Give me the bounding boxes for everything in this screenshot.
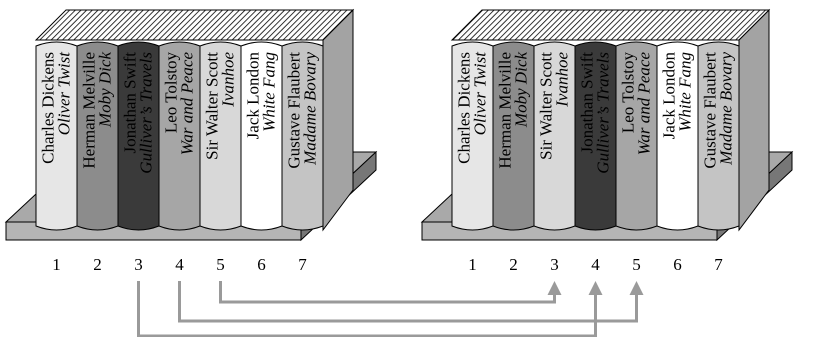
book-author: Jack London xyxy=(660,52,679,140)
move-arrow-4-to-5 xyxy=(178,281,644,323)
slot-label-2: 2 xyxy=(93,255,102,274)
move-arrow-3-to-4 xyxy=(137,281,603,338)
book-author: Leo Tolstoy xyxy=(619,52,638,134)
move-arrow-line xyxy=(219,281,556,304)
move-arrow-line xyxy=(178,281,638,323)
book-title: Gulliver’s Travels xyxy=(137,52,156,174)
book-title: Moby Dick xyxy=(512,52,531,129)
book-pages-top xyxy=(450,9,771,41)
slot-label-1: 1 xyxy=(52,255,61,274)
shelf-bookend-side xyxy=(322,8,354,232)
slot-label-2: 2 xyxy=(509,255,518,274)
book-author: Jonathan Swift xyxy=(578,52,597,154)
slot-label-3: 3 xyxy=(134,255,143,274)
book-title: Ivanhoe xyxy=(553,52,572,108)
book-title: Madame Bovary xyxy=(301,52,320,166)
book-author: Gustave Flaubert xyxy=(701,52,720,169)
book-author: Charles Dickens xyxy=(455,52,474,164)
slot-label-4: 4 xyxy=(175,255,184,274)
book-title: Ivanhoe xyxy=(219,52,238,108)
slot-label-5: 5 xyxy=(632,255,641,274)
slot-label-4: 4 xyxy=(591,255,600,274)
slot-label-1: 1 xyxy=(468,255,477,274)
move-arrow-5-to-3 xyxy=(219,281,562,304)
slot-label-7: 7 xyxy=(714,255,723,274)
book-title: War and Peace xyxy=(635,52,654,156)
move-arrow-line xyxy=(137,281,597,338)
book-title: Oliver Twist xyxy=(471,51,490,136)
book-spine xyxy=(281,41,324,231)
book-author: Sir Walter Scott xyxy=(203,52,222,160)
slot-label-7: 7 xyxy=(298,255,307,274)
move-arrow-head xyxy=(547,281,562,295)
book-author: Herman Melville xyxy=(80,52,99,169)
book-title: White Fang xyxy=(260,52,279,132)
move-arrow-head xyxy=(588,281,603,295)
book-author: Charles Dickens xyxy=(39,52,58,164)
slot-label-6: 6 xyxy=(257,255,266,274)
book-spine xyxy=(697,41,740,231)
book-pages-top xyxy=(34,9,355,41)
book-author: Jonathan Swift xyxy=(121,52,140,154)
slot-label-3: 3 xyxy=(550,255,559,274)
slot-label-5: 5 xyxy=(216,255,225,274)
book-author: Herman Melville xyxy=(496,52,515,169)
shelf-bookend-side xyxy=(738,8,770,232)
book-author: Jack London xyxy=(244,52,263,140)
move-arrow-head xyxy=(629,281,644,295)
slot-label-6: 6 xyxy=(673,255,682,274)
book-title: White Fang xyxy=(676,52,695,132)
book-title: Madame Bovary xyxy=(717,52,736,166)
book-title: War and Peace xyxy=(178,52,197,156)
book-title: Oliver Twist xyxy=(55,51,74,136)
book-author: Gustave Flaubert xyxy=(285,52,304,169)
book-author: Leo Tolstoy xyxy=(162,52,181,134)
book-title: Gulliver’s Travels xyxy=(594,52,613,174)
book-title: Moby Dick xyxy=(96,52,115,129)
book-author: Sir Walter Scott xyxy=(537,52,556,160)
